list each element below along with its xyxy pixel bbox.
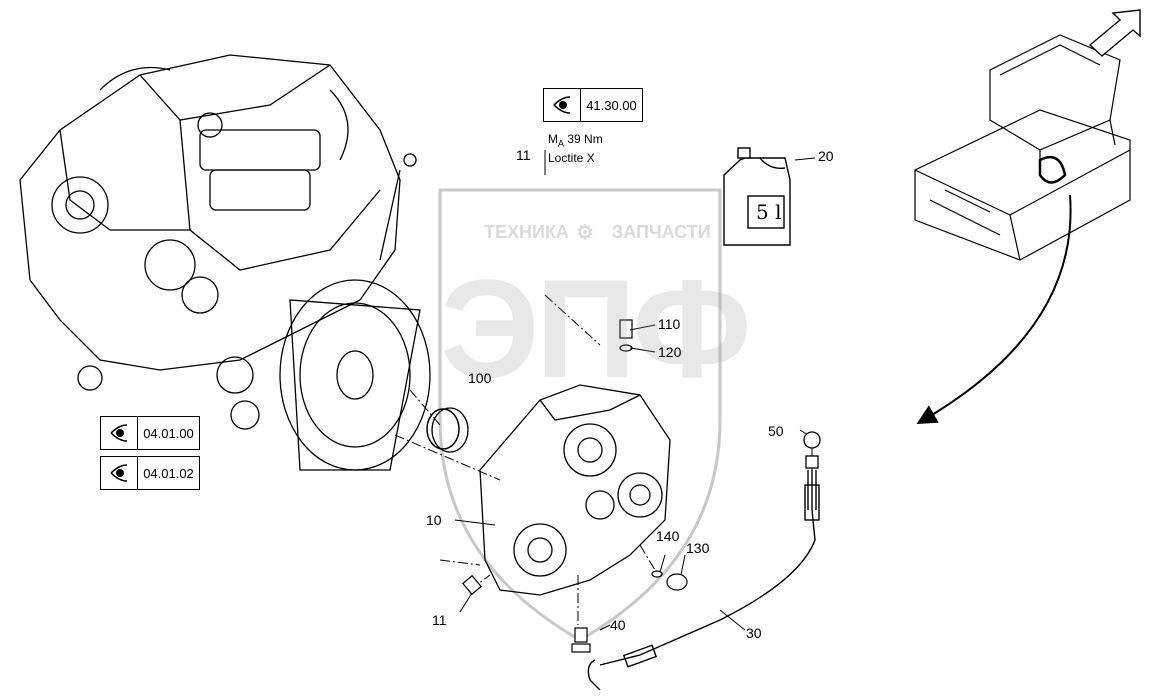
torque-subscript: A [558, 138, 565, 149]
arrow-icon [1088, 9, 1141, 57]
reference-code: 04.01.00 [143, 425, 194, 441]
eye-icon [101, 457, 138, 489]
callout-100: 100 [468, 370, 492, 386]
watermark-top: ТЕХНИКА [484, 222, 569, 242]
reference-box-04-01-00[interactable]: 04.01.00 [100, 416, 200, 450]
cap-50 [803, 431, 821, 469]
callout-20: 20 [818, 148, 834, 164]
callout-10: 10 [426, 512, 442, 528]
torque-symbol: M [548, 132, 558, 146]
torque-compound: Loctite X [548, 151, 595, 166]
callout-110: 110 [658, 316, 681, 332]
can-volume-label: 5 l [756, 200, 782, 224]
o-ring-100 [426, 408, 460, 450]
reference-box-04-01-02[interactable]: 04.01.02 [100, 456, 200, 490]
watermark-top-right: ЗАПЧАСТИ [612, 222, 711, 242]
screw-11 [462, 574, 482, 596]
reference-code: 04.01.02 [143, 465, 194, 481]
callout-120: 120 [658, 344, 682, 360]
torque-spec: MA 39 Nm Loctite X [548, 132, 603, 166]
engine-illustration [19, 54, 431, 471]
leader-lines [454, 150, 816, 631]
callout-50: 50 [768, 423, 784, 439]
hose-30 [587, 470, 820, 691]
oil-can-20 [723, 147, 791, 246]
machine-illustration [914, 34, 1131, 261]
eye-icon [101, 417, 138, 449]
gearbox-illustration [431, 384, 671, 596]
watermark-big: ЭПФ [440, 250, 752, 407]
torque-callout-number: 11 [516, 147, 531, 163]
callout-130: 130 [686, 540, 710, 556]
eye-icon [544, 89, 581, 121]
callout-30: 30 [746, 625, 762, 641]
plug-130-140 [651, 570, 688, 591]
torque-value: 39 Nm [567, 132, 603, 146]
fitting-40 [571, 627, 591, 653]
reference-code: 41.30.00 [586, 97, 637, 113]
reference-box-41-30-00[interactable]: 41.30.00 [543, 88, 643, 122]
gear-icon: ⚙ [576, 222, 594, 244]
plug-110-120 [619, 319, 633, 352]
callout-40: 40 [610, 617, 626, 633]
location-arrow [916, 194, 1072, 424]
callout-140: 140 [656, 528, 680, 544]
callout-11-screw: 11 [432, 612, 447, 628]
